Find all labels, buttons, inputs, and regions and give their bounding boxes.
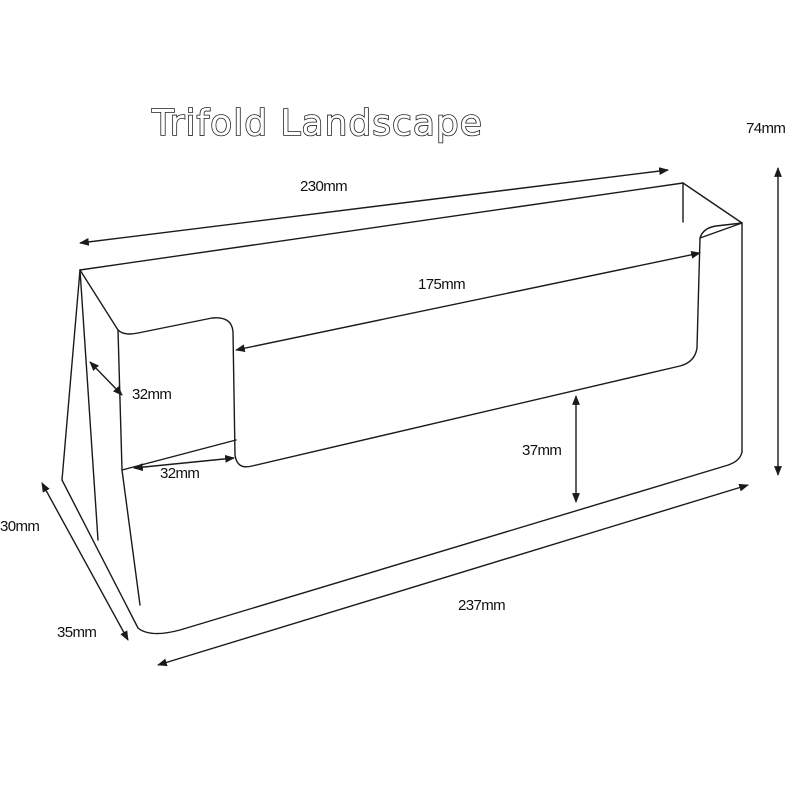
back-height-label: 30mm [0,518,39,535]
top-length-label: 230mm [300,178,347,195]
left-support [61,269,99,541]
front-inset-dimension-line [133,454,235,472]
base-length-dimension-line [157,483,749,667]
height-label: 74mm [746,120,785,137]
brochure-holder-drawing [61,182,743,635]
side-depth-label: 32mm [132,386,171,403]
top-length-dimension-line [79,167,669,246]
front-inset-label: 32mm [160,465,199,482]
dimension-lines [41,167,782,667]
dimension-labels: 230mm 175mm 74mm 32mm 32mm 37mm 237mm 30… [0,120,786,641]
back-panel-inner-edge [682,182,743,239]
base-depth-dimension-line [41,482,129,641]
inner-width-label: 175mm [418,276,465,293]
side-depth-dimension-line [89,361,123,396]
front-panel [79,222,743,468]
front-height-label: 37mm [522,442,561,459]
base-length-label: 237mm [458,597,505,614]
base-depth-label: 35mm [57,624,96,641]
diagram-title: Trifold Landscape [151,103,483,144]
back-panel [79,182,743,453]
inner-width-dimension-line [235,250,701,353]
